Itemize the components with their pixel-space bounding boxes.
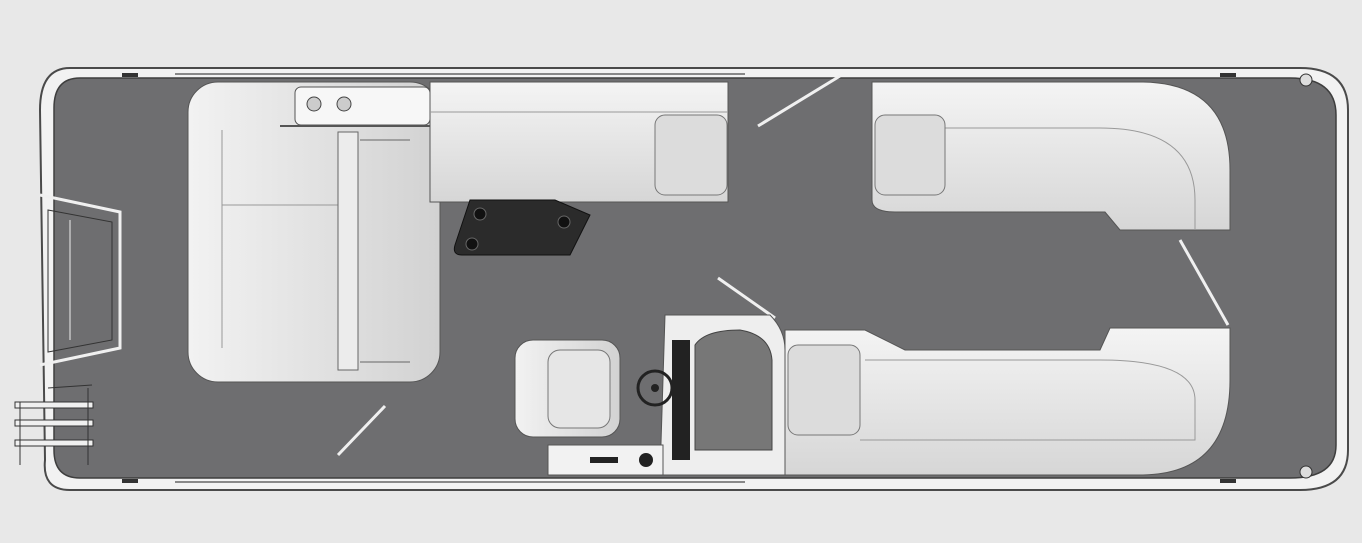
sun-pad [187, 81, 441, 383]
gauge-panel [672, 340, 690, 460]
cushion-seam [940, 127, 1196, 230]
light-icon [1299, 73, 1313, 87]
cup-holder-icon [465, 237, 479, 251]
cup-holder-icon [306, 96, 322, 112]
cup-holder-icon [336, 96, 352, 112]
bow-gate [39, 193, 122, 367]
cup-holder-icon [557, 215, 571, 229]
table [453, 199, 591, 256]
seat-cushion [874, 114, 946, 196]
seat-cushion [787, 344, 861, 436]
backrest [337, 131, 359, 371]
seat-cushion [547, 349, 611, 429]
rear-lounge-port [871, 81, 1231, 231]
light-icon [1299, 465, 1313, 479]
bow-gate-frame [47, 209, 113, 353]
steering-hub [651, 384, 659, 392]
gate [1178, 239, 1230, 326]
steering-wheel-icon [636, 369, 674, 407]
cup-holder-icon [473, 207, 487, 221]
windshield [717, 276, 776, 320]
storage-handle [590, 457, 618, 463]
cleat-icon [122, 73, 1236, 483]
boarding-ladder [14, 384, 94, 465]
cushion-seam [860, 359, 1196, 441]
gate [336, 404, 387, 457]
seat-cushion [654, 114, 728, 196]
dash-panel [694, 329, 773, 451]
gate [757, 74, 841, 128]
rear-lounge-starboard [784, 327, 1231, 476]
speaker-icon [639, 453, 653, 467]
